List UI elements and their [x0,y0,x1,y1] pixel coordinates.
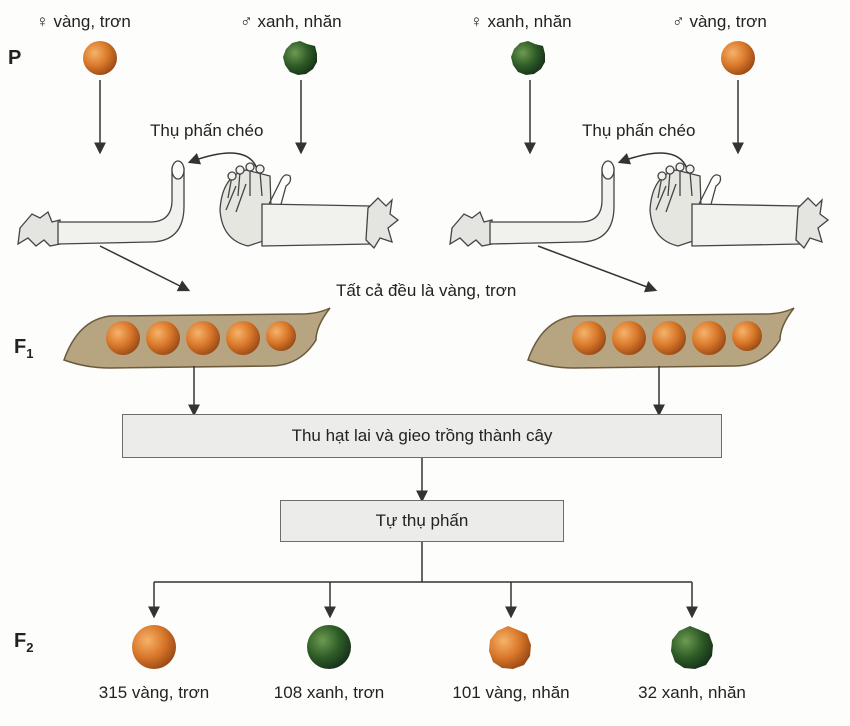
generation-f2-label: F2 [14,630,33,655]
step-self-pollinate-label: Tự thụ phấn [375,511,469,530]
f2-seed-yellow-smooth [132,625,176,669]
f2-result-label: 315 vàng, trơn [98,683,210,702]
right-female-label: ♀ xanh, nhăn [470,12,572,31]
step-self-pollinate-box: Tự thụ phấn [280,500,564,542]
step-collect-sow-box: Thu hạt lai và gieo trồng thành cây [122,414,722,458]
arrow-left-to-f1 [99,245,191,292]
f2-seed-green-wrinkled [671,626,713,669]
f1-right-pod [527,307,795,369]
left-male-label: ♂ xanh, nhăn [240,12,342,31]
f1-left-pod [63,307,331,369]
generation-f2-letter: F [14,630,27,652]
generation-f2-sub: 2 [26,640,34,655]
left-female-flower [17,160,185,247]
f2-seed-yellow-wrinkled [489,626,531,669]
generation-f1-label: F1 [14,336,33,361]
left-pollination-arrow [187,152,259,173]
f2-result-label: 101 vàng, nhăn [452,683,570,702]
right-pollination-arrow [617,152,689,173]
f2-branch-lines [148,542,698,619]
left-female-label: ♀ vàng, trơn [36,12,131,31]
f1-result-label: Tất cả đều là vàng, trơn [336,281,517,300]
generation-f1-letter: F [14,336,27,358]
f2-seed-green-smooth [307,625,351,669]
f2-result-label: 32 xanh, nhăn [638,683,746,702]
right-male-label: ♂ vàng, trơn [672,12,767,31]
step-collect-sow-label: Thu hạt lai và gieo trồng thành cây [291,426,553,445]
right-female-flower [449,160,615,247]
p-right-female-seed [511,41,545,75]
p-left-male-seed [283,41,317,75]
p-left-female-seed [83,41,117,75]
p-right-male-seed [721,41,755,75]
left-pollination-label: Thụ phấn chéo [150,121,264,140]
generation-p-label: P [8,47,22,69]
f2-result-label: 108 xanh, trơn [273,683,385,702]
left-male-flower [219,162,400,250]
arrow-right-to-f1 [537,245,658,293]
generation-f1-sub: 1 [26,346,34,361]
right-male-flower [649,162,830,250]
right-pollination-label: Thụ phấn chéo [582,121,696,140]
